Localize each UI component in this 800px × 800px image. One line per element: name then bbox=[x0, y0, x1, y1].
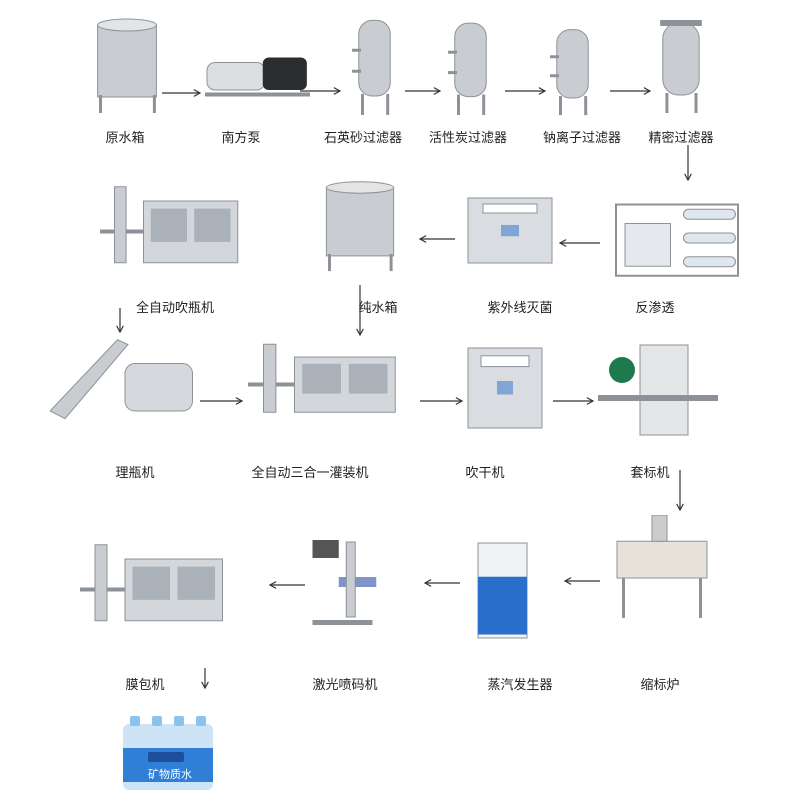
water-bottle-pack-image: 矿物质水 bbox=[118, 714, 218, 794]
flow-arrow bbox=[199, 662, 211, 698]
sodium-ion-filter-image bbox=[550, 22, 595, 121]
flow-arrow bbox=[399, 82, 446, 101]
laser-coder-label: 激光喷码机 bbox=[312, 678, 378, 693]
blow-molding-machine-image bbox=[100, 182, 245, 281]
quartz-sand-filter-label: 石英砂过滤器 bbox=[323, 131, 403, 146]
flow-arrow bbox=[674, 464, 686, 520]
pump-label: 南方泵 bbox=[221, 131, 261, 146]
reverse-osmosis-image bbox=[612, 195, 742, 294]
activated-carbon-filter-image bbox=[448, 15, 493, 121]
flow-arrow bbox=[547, 392, 599, 411]
shrink-tunnel-image bbox=[612, 514, 712, 624]
activated-carbon-filter-label: 活性炭过滤器 bbox=[428, 131, 508, 146]
uv-sterilizer-label: 紫外线灭菌 bbox=[487, 301, 553, 316]
film-wrapper-image bbox=[80, 540, 230, 639]
flow-arrow bbox=[354, 279, 366, 345]
flow-arrow bbox=[414, 230, 461, 249]
steam-generator-image bbox=[475, 540, 530, 649]
dryer-label: 吹干机 bbox=[465, 466, 505, 481]
precision-filter-label: 精密过滤器 bbox=[648, 131, 714, 146]
film-wrapper-label: 膜包机 bbox=[125, 678, 165, 693]
flow-arrow bbox=[264, 576, 311, 595]
raw-water-tank-label: 原水箱 bbox=[105, 131, 145, 146]
pure-water-tank-image bbox=[320, 178, 400, 277]
labeling-machine-image bbox=[598, 340, 718, 444]
filling-machine-label: 全自动三合一灌装机 bbox=[251, 466, 369, 481]
shrink-tunnel-label: 缩标炉 bbox=[640, 678, 680, 693]
sodium-ion-filter-label: 钠离子过滤器 bbox=[542, 131, 622, 146]
flow-arrow bbox=[414, 392, 468, 411]
pump-image bbox=[205, 50, 310, 104]
flow-arrow bbox=[419, 574, 466, 593]
bottle-unscrambler-label: 理瓶机 bbox=[115, 466, 155, 481]
flow-arrow bbox=[114, 302, 126, 342]
blow-molding-machine-label: 全自动吹瓶机 bbox=[135, 301, 215, 316]
flow-arrow bbox=[294, 82, 346, 101]
flow-arrow bbox=[559, 572, 606, 591]
labeling-machine-label: 套标机 bbox=[630, 466, 670, 481]
uv-sterilizer-image bbox=[465, 195, 555, 274]
flow-arrow bbox=[499, 82, 551, 101]
flow-arrow bbox=[604, 82, 656, 101]
pure-water-tank-label: 纯水箱 bbox=[358, 301, 398, 316]
filling-machine-image bbox=[248, 340, 403, 429]
reverse-osmosis-label: 反渗透 bbox=[635, 301, 675, 316]
flow-arrow bbox=[194, 392, 248, 411]
dryer-image bbox=[465, 345, 545, 439]
steam-generator-label: 蒸汽发生器 bbox=[487, 678, 553, 693]
flow-arrow bbox=[156, 84, 206, 103]
quartz-sand-filter-image bbox=[352, 12, 397, 121]
flow-arrow bbox=[682, 139, 694, 190]
raw-water-tank-image bbox=[92, 15, 162, 119]
laser-coder-image bbox=[305, 532, 380, 636]
product-label: 矿物质水 bbox=[148, 767, 192, 781]
flow-arrow bbox=[554, 234, 606, 253]
bottle-unscrambler-image bbox=[49, 335, 200, 434]
precision-filter-image bbox=[655, 15, 707, 119]
